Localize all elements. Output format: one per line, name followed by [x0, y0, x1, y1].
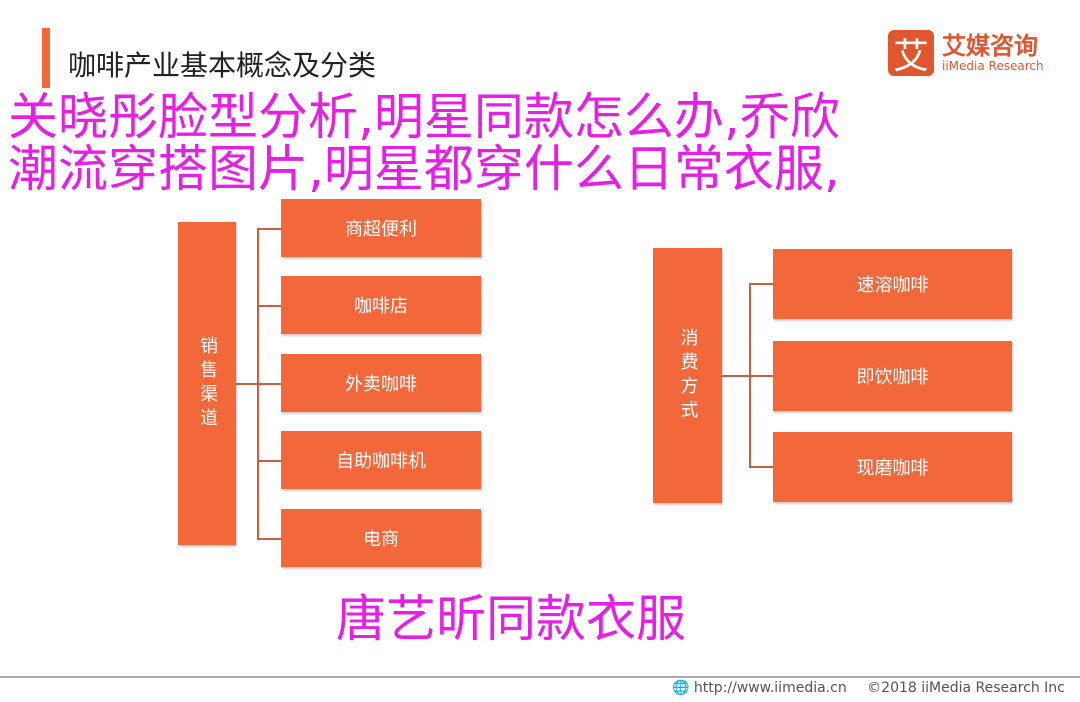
left-root-box: 销售渠道 [178, 222, 236, 545]
logo-cn-text: 艾媒咨询 [942, 32, 1038, 60]
right-root-box: 消费方式 [653, 248, 722, 503]
left-item-box: 咖啡店 [281, 276, 481, 334]
globe-icon: 🌐 [672, 680, 690, 696]
page-title: 咖啡产业基本概念及分类 [68, 49, 377, 82]
connector [749, 466, 773, 468]
title-accent-bar [42, 28, 50, 88]
logo-en-text: iiMedia Research [942, 59, 1044, 73]
connector [257, 305, 281, 307]
footer: 🌐 http://www.iimedia.cn ©2018 iiMedia Re… [672, 680, 1065, 696]
connector [722, 375, 750, 377]
right-item-box: 速溶咖啡 [773, 249, 1012, 319]
right-item-box: 即饮咖啡 [773, 341, 1012, 411]
overlay-caption-line: 唐艺昕同款衣服 [336, 590, 686, 648]
connector [749, 283, 773, 285]
left-item-box: 自助咖啡机 [281, 431, 481, 489]
connector [257, 460, 281, 462]
left-item-box: 商超便利 [281, 199, 481, 257]
connector [257, 538, 281, 540]
right-item-box: 现磨咖啡 [773, 432, 1012, 502]
iimedia-logo: 艾 艾媒咨询 iiMedia Research [888, 30, 1044, 77]
footer-divider [0, 676, 1080, 678]
connector [257, 228, 281, 230]
left-item-box: 外卖咖啡 [281, 354, 481, 412]
overlay-caption-line: 潮流穿搭图片,明星都穿什么日常衣服, [8, 140, 840, 198]
overlay-caption-line: 关晓彤脸型分析,明星同款怎么办,乔欣 [8, 88, 840, 146]
connector [749, 375, 773, 377]
footer-url[interactable]: http://www.iimedia.cn [693, 680, 847, 696]
footer-copyright: ©2018 iiMedia Research Inc [867, 680, 1065, 696]
left-item-box: 电商 [281, 509, 481, 567]
logo-mark-icon: 艾 [888, 30, 934, 77]
connector [236, 383, 258, 385]
connector [257, 383, 281, 385]
